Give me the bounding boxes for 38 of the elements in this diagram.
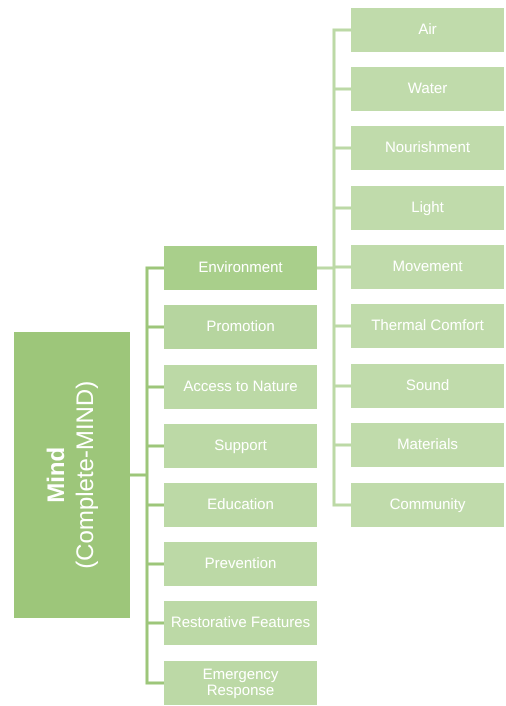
root-title: Mind	[43, 447, 72, 503]
category-label: Environment	[198, 260, 283, 276]
category-label: Restorative Features	[170, 614, 310, 632]
category-label: Movement	[392, 258, 463, 276]
category-label: Water	[408, 80, 448, 98]
category-label: Access to Nature	[183, 378, 298, 396]
connector-line	[317, 266, 351, 506]
category-box	[351, 245, 504, 289]
category-label: Promotion	[206, 318, 275, 336]
category-label: Air	[418, 22, 437, 38]
category-label: Thermal Comfort	[371, 318, 484, 334]
category-box	[164, 424, 317, 468]
category-box	[164, 305, 317, 349]
category-box	[164, 246, 317, 290]
root-title: (Complete-MIND)	[72, 381, 100, 569]
category-box	[351, 186, 504, 230]
category-box	[351, 483, 504, 527]
category-box	[351, 364, 504, 408]
category-label: Emergency Response	[202, 666, 280, 700]
category-box	[164, 661, 317, 705]
category-box	[351, 67, 504, 111]
category-box	[164, 542, 317, 586]
category-box	[351, 126, 504, 170]
category-box	[164, 365, 317, 409]
category-label: Community	[390, 496, 466, 514]
category-label: Sound	[406, 378, 450, 394]
category-label: Support	[214, 438, 267, 454]
category-box	[351, 423, 504, 467]
category-label: Nourishment	[384, 140, 470, 156]
category-box	[164, 483, 317, 527]
category-label: Education	[207, 496, 274, 514]
category-label: Light	[411, 200, 444, 216]
category-box	[351, 304, 504, 348]
category-label: Prevention	[204, 556, 276, 572]
category-label: Materials	[397, 436, 458, 454]
root-box	[14, 332, 130, 618]
category-box	[164, 601, 317, 645]
category-box	[351, 8, 504, 52]
